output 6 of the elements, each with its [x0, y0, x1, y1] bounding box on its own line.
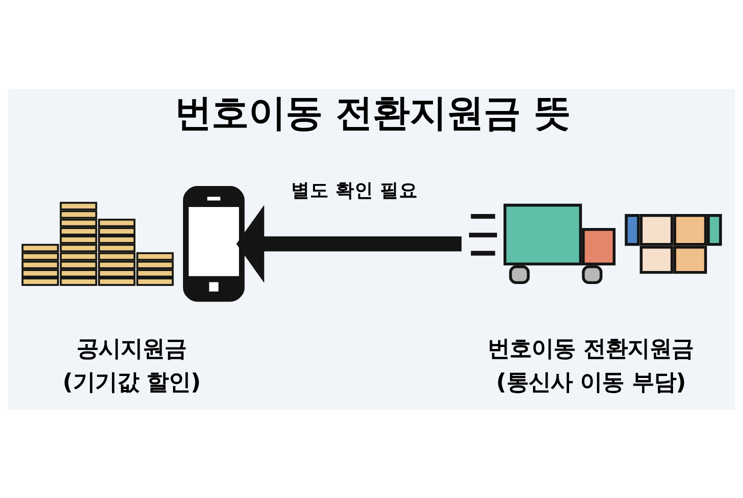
- node-label: (기기값 할인): [62, 369, 201, 396]
- node-label: 공시지원금: [76, 336, 187, 362]
- node-label: 번호이동 전환지원금: [488, 336, 694, 362]
- diagram-title: 번호이동 전환지원금 뜻: [174, 90, 571, 134]
- edge-label: 별도 확인 필요: [290, 180, 418, 201]
- node-label: (통신사 이동 부담): [496, 369, 686, 396]
